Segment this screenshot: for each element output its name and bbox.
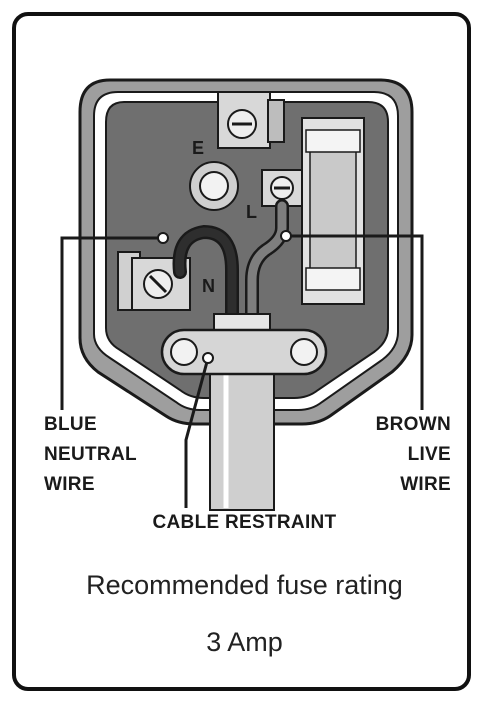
leader-lines (60, 234, 424, 508)
brown-live-wire-label: BROWN LIVE WIRE (376, 410, 451, 500)
cable-restraint (160, 328, 328, 376)
brown-live-label-line: BROWN (375, 414, 451, 435)
terminal-l-label: L (246, 202, 257, 222)
brown-live-label-line: LIVE (407, 444, 451, 465)
terminal-n-label: N (202, 276, 215, 296)
blue-neutral-label-line: BLUE (44, 414, 97, 435)
earth-terminal (217, 91, 285, 149)
blue-neutral-wire-label: BLUE NEUTRAL WIRE (44, 410, 137, 500)
blue-neutral-label-line: NEUTRAL (44, 444, 137, 465)
earth-pin-hole (189, 161, 239, 211)
cable-restraint-label: CABLE RESTRAINT (152, 512, 337, 533)
fuse-rating-caption: Recommended fuse rating (86, 570, 403, 600)
terminal-e-label: E (192, 138, 204, 158)
fuse (301, 117, 365, 305)
brown-live-label-line: WIRE (400, 474, 451, 495)
blue-neutral-label-line: WIRE (44, 474, 95, 495)
fuse-rating-value: 3 Amp (206, 627, 283, 657)
leader-dots (157, 230, 292, 364)
